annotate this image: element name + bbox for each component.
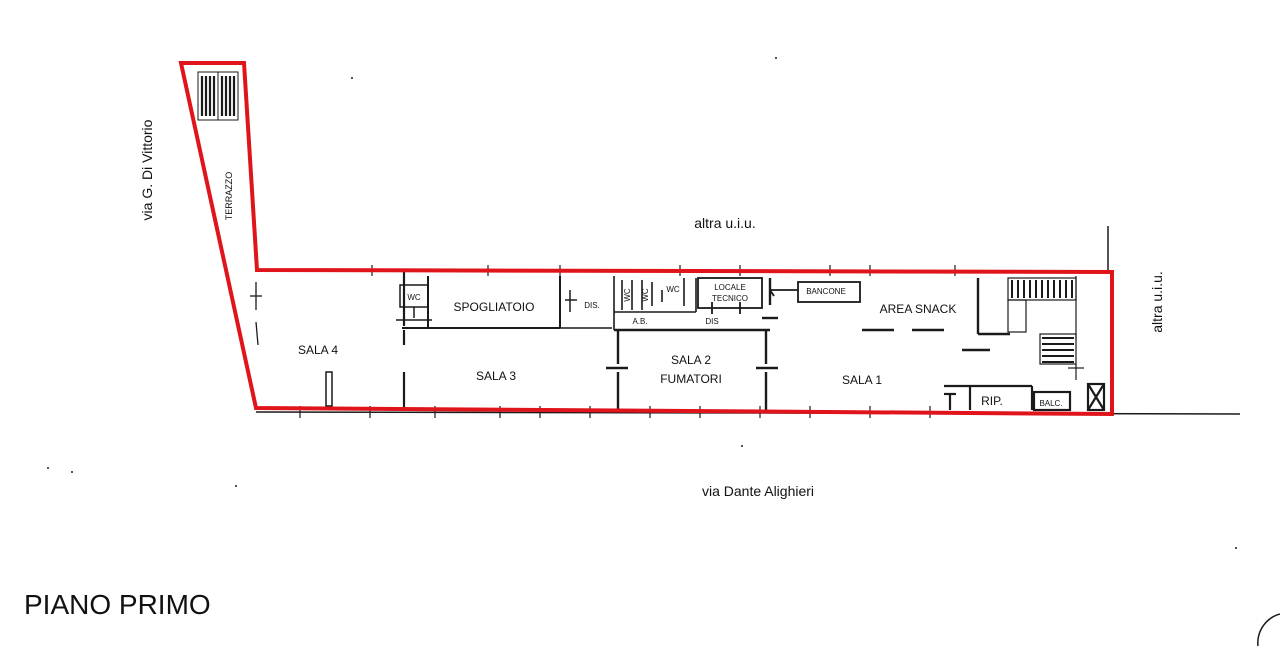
spogliatoio-walls — [402, 276, 561, 329]
street-label-south: via Dante Alighieri — [702, 483, 814, 499]
room-label-locale-line1: LOCALE — [714, 283, 746, 292]
room-label-area-snack: AREA SNACK — [880, 302, 957, 316]
room-label-dis2: DIS — [705, 317, 718, 326]
plan-title: PIANO PRIMO — [24, 589, 211, 620]
room-label-sala3: SALA 3 — [476, 369, 516, 383]
room-label-sala4: SALA 4 — [298, 343, 338, 357]
room-label-ab: A.B. — [632, 317, 647, 326]
room-label-bancone: BANCONE — [806, 287, 846, 296]
street-label-west: via G. Di Vittorio — [139, 119, 155, 220]
north-arrow-fragment — [1257, 613, 1280, 647]
street-label-north: altra u.i.u. — [694, 215, 755, 231]
room-label-wc2: WC — [623, 288, 632, 302]
room-label-sala2-line2: FUMATORI — [660, 372, 722, 386]
room-label-wc3: WC — [641, 288, 650, 302]
room-label-locale-line2: TECNICO — [712, 294, 748, 303]
room-label-spogliatoio: SPOGLIATOIO — [454, 300, 535, 314]
street-label-east: altra u.i.u. — [1149, 271, 1165, 332]
terrazzo-stairs — [197, 71, 239, 121]
property-outline — [178, 61, 1114, 417]
wall-lines — [47, 57, 1280, 647]
room-label-terrazzo: TERRAZZO — [224, 172, 234, 221]
east-stairs — [1007, 276, 1084, 380]
room-label-wc4: WC — [666, 285, 680, 294]
room-label-sala1: SALA 1 — [842, 373, 882, 387]
room-label-balc: BALC. — [1039, 399, 1062, 408]
room-label-sala2-line1: SALA 2 — [671, 353, 711, 367]
room-label-dis1: DIS. — [584, 301, 600, 310]
room-label-rip: RIP. — [981, 394, 1003, 408]
room-label-wc1: WC — [407, 293, 421, 302]
